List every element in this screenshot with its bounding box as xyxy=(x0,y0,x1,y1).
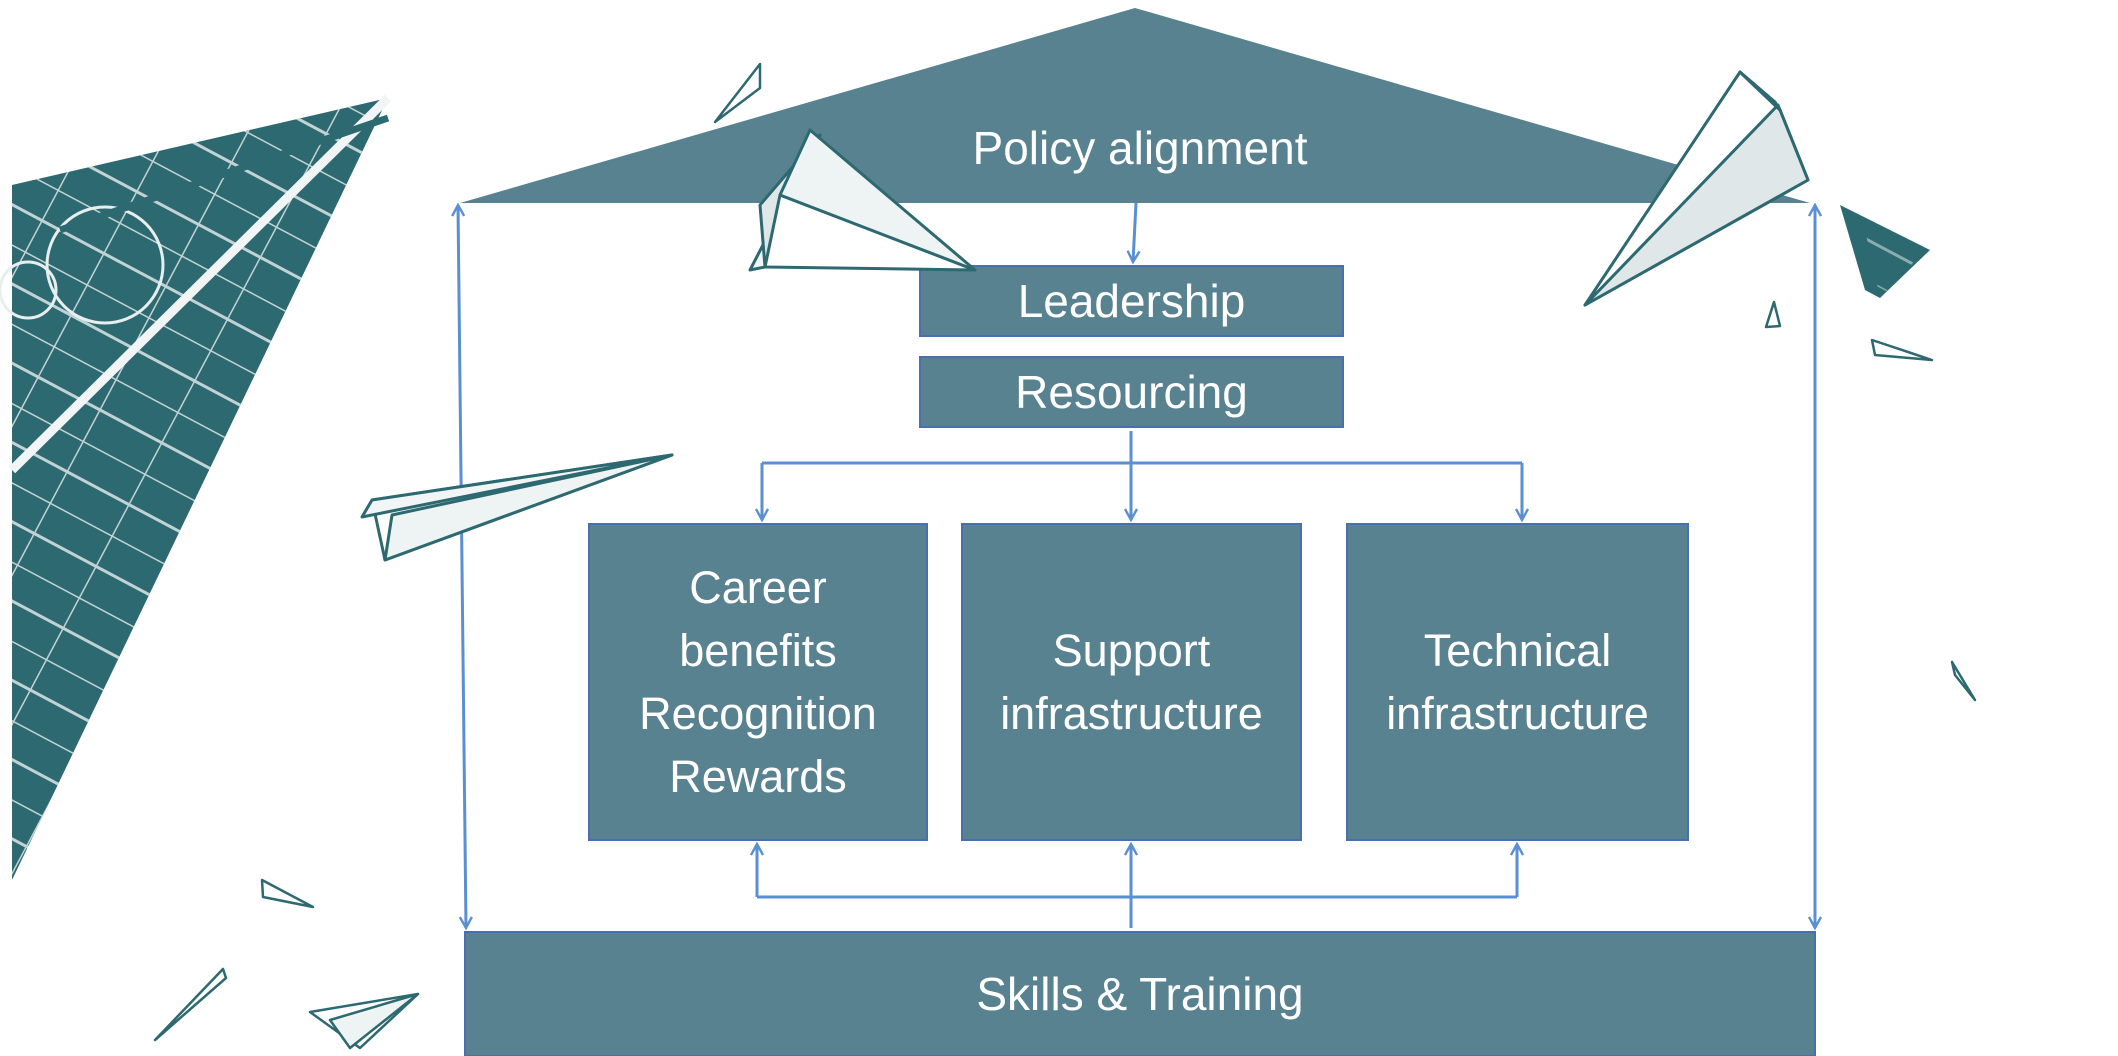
resourcing-label: Resourcing xyxy=(1015,365,1248,418)
arrow-left-side xyxy=(458,205,466,928)
leadership-box xyxy=(919,265,1344,337)
paper-plane-icon xyxy=(1583,70,1810,307)
leadership-label: Leadership xyxy=(1017,274,1246,327)
paper-plane-icon xyxy=(153,62,1977,1050)
policy-alignment-label: Policy alignment xyxy=(972,121,1308,174)
resourcing-box xyxy=(919,356,1344,428)
pillar-box xyxy=(961,523,1302,841)
folded-paper-shard-icon xyxy=(1840,205,1930,298)
connector-arrows xyxy=(458,203,1815,928)
career-benefits-label: Career benefits Recognition Rewards xyxy=(639,562,877,802)
paper-plane-icon xyxy=(360,453,674,562)
pillar-box xyxy=(588,523,928,841)
folded-paper-shard-icon xyxy=(0,94,392,880)
base-box xyxy=(464,931,1816,1056)
skills-training-label: Skills & Training xyxy=(976,967,1304,1020)
arrow-roof-to-leadership xyxy=(1133,202,1136,262)
support-infrastructure-label: Support infrastructure xyxy=(1000,625,1263,739)
paper-plane-icon xyxy=(748,128,977,272)
pillar-box xyxy=(1346,523,1689,841)
technical-infrastructure-label: Technical infrastructure xyxy=(1386,625,1649,739)
